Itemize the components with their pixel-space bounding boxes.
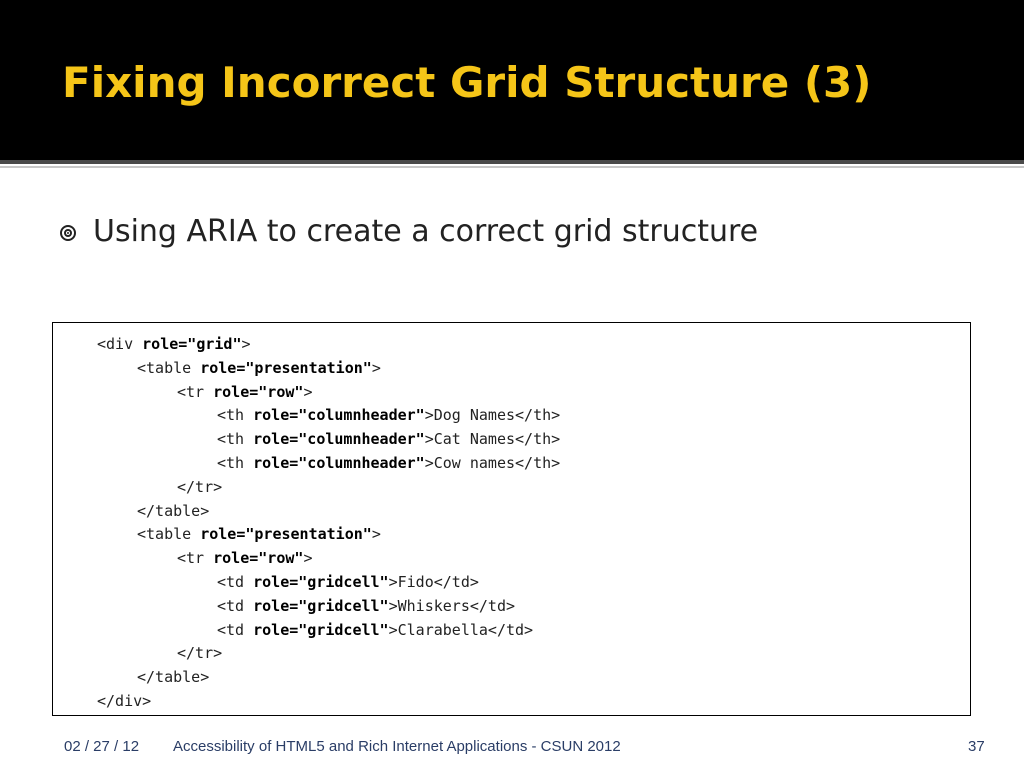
- code-line: <th role="columnheader">Cat Names</th>: [97, 428, 560, 452]
- code-tag: </div>: [97, 691, 152, 710]
- code-line: <td role="gridcell">Fido</td>: [97, 571, 560, 595]
- code-tag-end: >Cow names</th>: [424, 453, 561, 472]
- code-tag-end: >Fido</td>: [388, 572, 479, 591]
- code-tag: </table>: [137, 501, 210, 520]
- code-line: </tr>: [97, 476, 560, 500]
- code-tag: <tr: [177, 549, 214, 568]
- code-tag-end: >: [303, 382, 313, 401]
- code-line: </tr>: [97, 642, 560, 666]
- title-separator-dark: [0, 160, 1024, 164]
- code-attribute: role="presentation": [200, 525, 372, 544]
- code-line: <th role="columnheader">Cow names</th>: [97, 452, 560, 476]
- title-separator-light: [0, 166, 1024, 168]
- footer-date: 02 / 27 / 12: [64, 738, 140, 755]
- code-box: <div role="grid"><table role="presentati…: [52, 322, 971, 716]
- bullet-text: Using ARIA to create a correct grid stru…: [93, 214, 759, 249]
- code-tag-end: >Whiskers</td>: [388, 596, 516, 615]
- code-line: </div>: [97, 690, 560, 714]
- code-line: <tr role="row">: [97, 547, 560, 571]
- code-tag: </tr>: [177, 477, 223, 496]
- code-attribute: role="grid": [142, 335, 242, 353]
- code-tag: <td: [217, 572, 254, 591]
- code-line: </table>: [97, 666, 560, 690]
- title-bar: [0, 0, 1024, 160]
- code-tag: <th: [217, 453, 254, 472]
- code-attribute: role="row": [213, 549, 304, 568]
- code-tag: <table: [137, 525, 201, 544]
- code-tag: <th: [217, 406, 254, 425]
- code-line: <tr role="row">: [97, 381, 560, 405]
- code-attribute: role="gridcell": [253, 572, 389, 591]
- target-bullet-icon: [60, 225, 76, 241]
- code-tag: <td: [217, 620, 254, 639]
- code-tag: <div: [97, 335, 143, 353]
- code-tag-end: >Dog Names</th>: [424, 406, 561, 425]
- code-tag: </table>: [137, 668, 210, 687]
- code-line: <div role="grid">: [97, 333, 560, 357]
- code-attribute: role="presentation": [200, 358, 372, 377]
- code-attribute: role="columnheader": [253, 406, 425, 425]
- code-tag-end: >Clarabella</td>: [388, 620, 534, 639]
- code-tag-end: >: [303, 549, 313, 568]
- footer-page-number: 37: [968, 738, 985, 755]
- slide-title: Fixing Incorrect Grid Structure (3): [62, 58, 872, 107]
- code-attribute: role="gridcell": [253, 620, 389, 639]
- code-tag: <tr: [177, 382, 214, 401]
- code-attribute: role="columnheader": [253, 430, 425, 449]
- code-attribute: role="columnheader": [253, 453, 425, 472]
- code-line: <td role="gridcell">Whiskers</td>: [97, 595, 560, 619]
- code-attribute: role="row": [213, 382, 304, 401]
- code-block: <div role="grid"><table role="presentati…: [97, 333, 560, 714]
- code-tag-end: >: [371, 358, 381, 377]
- code-tag-end: >: [241, 335, 251, 353]
- code-tag: </tr>: [177, 644, 223, 663]
- code-tag-end: >Cat Names</th>: [424, 430, 561, 449]
- code-attribute: role="gridcell": [253, 596, 389, 615]
- code-line: </table>: [97, 500, 560, 524]
- code-tag-end: >: [371, 525, 381, 544]
- code-line: <table role="presentation">: [97, 357, 560, 381]
- code-line: <th role="columnheader">Dog Names</th>: [97, 404, 560, 428]
- code-tag: <th: [217, 430, 254, 449]
- footer-title: Accessibility of HTML5 and Rich Internet…: [173, 738, 621, 755]
- code-line: <td role="gridcell">Clarabella</td>: [97, 619, 560, 643]
- code-line: <table role="presentation">: [97, 523, 560, 547]
- code-tag: <td: [217, 596, 254, 615]
- code-tag: <table: [137, 358, 201, 377]
